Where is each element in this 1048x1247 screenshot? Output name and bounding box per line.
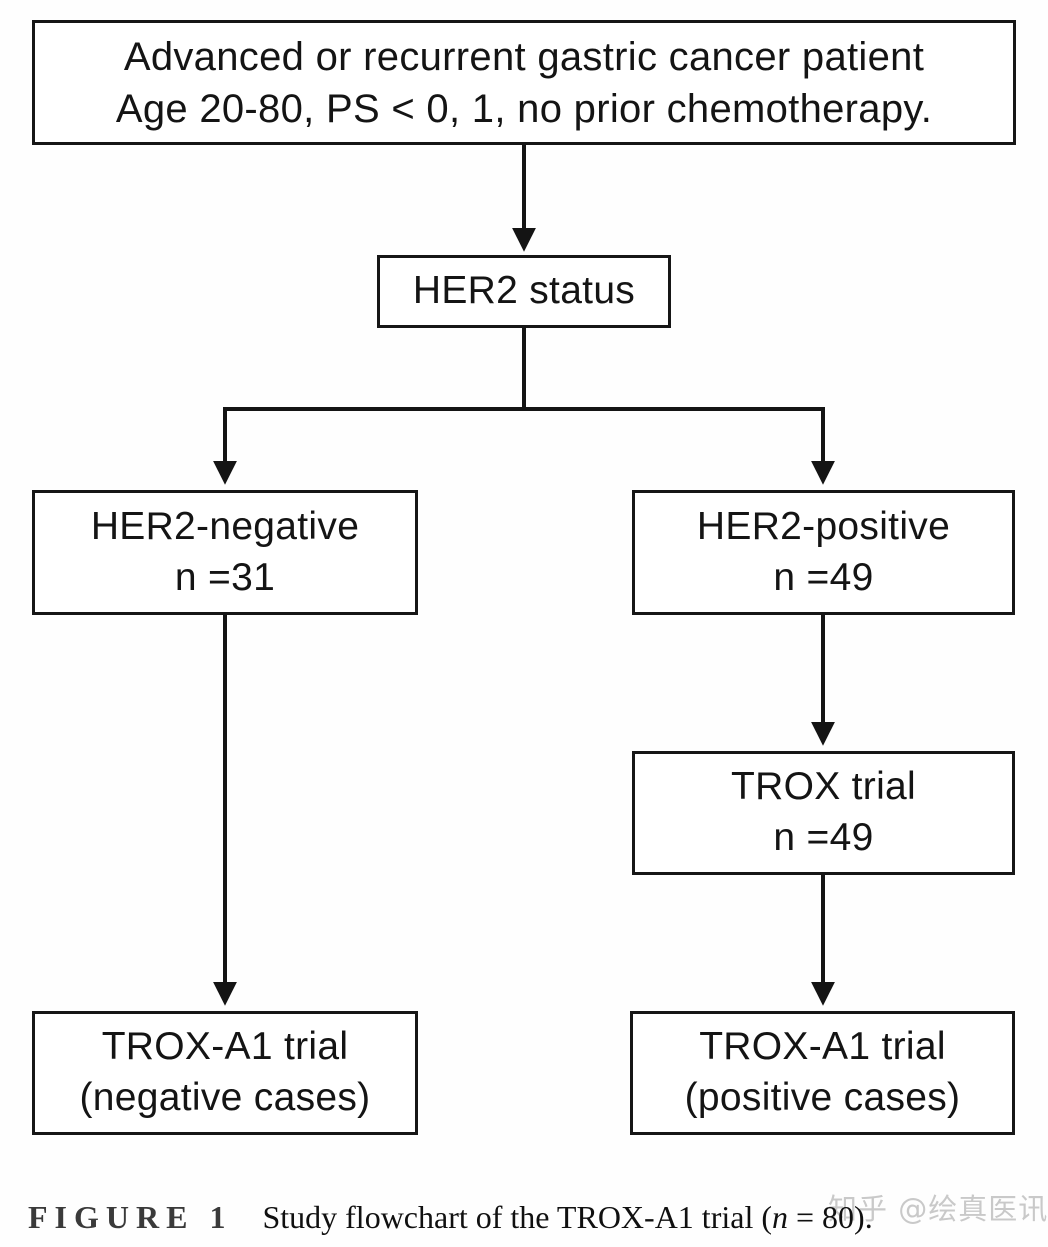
her2-status-label: HER2 status — [412, 269, 636, 313]
watermark: 知乎 @绘真医讯 — [828, 1192, 1048, 1226]
her2-positive-label: HER2-positive — [696, 504, 951, 548]
her2-negative-box: HER2-negative n =31 — [32, 490, 418, 615]
figure-caption-suffix: = 80). — [787, 1199, 873, 1235]
connector-her2-status-branch — [223, 326, 825, 411]
trox-trial-box: TROX trial n =49 — [632, 751, 1015, 875]
trox-trial-label: TROX trial — [730, 765, 916, 809]
her2-positive-count: n =49 — [773, 555, 874, 599]
figure-caption: FIGURE 1 Study flowchart of the TROX-A1 t… — [28, 1199, 1028, 1236]
figure-caption-variable: n — [771, 1199, 788, 1235]
trox-trial-count: n =49 — [773, 816, 874, 859]
trox-a1-positive-box: TROX-A1 trial (positive cases) — [630, 1011, 1015, 1135]
figure-caption-label: FIGURE 1 — [28, 1199, 233, 1235]
her2-negative-label: HER2-negative — [90, 504, 360, 548]
trox-a1-positive-label: TROX-A1 trial — [699, 1025, 946, 1069]
eligibility-line1: Advanced or recurrent gastric cancer pat… — [123, 34, 925, 79]
her2-status-box: HER2 status — [377, 255, 671, 328]
eligibility-box: Advanced or recurrent gastric cancer pat… — [32, 20, 1016, 145]
trox-a1-positive-sublabel: (positive cases) — [684, 1076, 961, 1119]
her2-positive-box: HER2-positive n =49 — [632, 490, 1015, 615]
trox-a1-negative-label: TROX-A1 trial — [101, 1025, 349, 1069]
trox-a1-negative-sublabel: (negative cases) — [79, 1076, 371, 1119]
her2-negative-count: n =31 — [174, 555, 276, 599]
figure-caption-text: Study flowchart of the TROX-A1 trial ( — [262, 1199, 772, 1235]
eligibility-line2: Age 20-80, PS < 0, 1, no prior chemother… — [115, 86, 933, 131]
trox-a1-negative-box: TROX-A1 trial (negative cases) — [32, 1011, 418, 1135]
